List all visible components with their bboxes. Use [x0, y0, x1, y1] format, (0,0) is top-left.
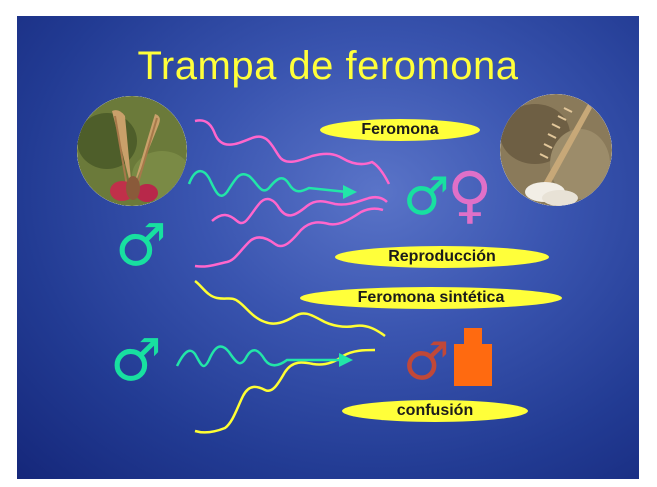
slide: Trampa de feromona — [17, 16, 639, 479]
pheromone-bottle-icon — [454, 328, 492, 386]
pink-trail-middle — [211, 195, 388, 225]
pink-trail-bottom — [194, 207, 384, 268]
male-symbol-confused: ♂ — [403, 332, 450, 392]
label-confusion: confusión — [342, 400, 528, 422]
label-feromona-sintetica: Feromona sintética — [300, 287, 562, 309]
green-arrow-head-top — [343, 185, 357, 199]
label-feromona: Feromona — [320, 119, 480, 141]
slide-title: Trampa de feromona — [137, 44, 519, 88]
male-symbol-top: ♂ — [115, 211, 167, 279]
female-symbol: ♀ — [447, 158, 493, 231]
green-arrow-head-bottom — [339, 353, 353, 367]
pink-trail-top — [194, 119, 391, 185]
female-moth-photo — [500, 94, 612, 206]
pheromone-trails — [175, 119, 391, 434]
green-trail-top — [187, 170, 348, 197]
male-symbol-attracted: ♂ — [403, 167, 450, 227]
male-symbol-bottom: ♂ — [110, 326, 162, 394]
yellow-trail-top — [194, 279, 386, 338]
label-reproduccion: Reproducción — [335, 246, 549, 268]
green-trail-bottom — [175, 345, 343, 368]
